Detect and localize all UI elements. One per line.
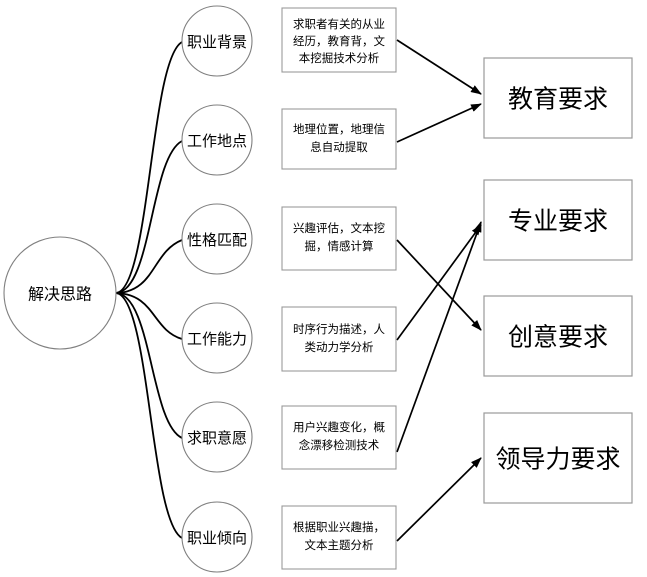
- branch-label-4: 工作能力: [187, 330, 247, 348]
- arrow-m2-to-o1: [396, 103, 482, 143]
- branch-label-2: 工作地点: [187, 132, 247, 150]
- requirement-box-1-label: 教育要求: [508, 85, 608, 114]
- branch-curve-6: [115, 292, 183, 539]
- requirement-box-3-rect: [483, 295, 633, 377]
- method-box-6-line-2: 文本主题分析: [305, 538, 374, 552]
- branch-curve-5: [115, 292, 183, 439]
- branch-label-3: 性格匹配: [187, 231, 247, 249]
- method-box-5[interactable]: 用户兴趣变化，概 念漂移检测技术: [281, 405, 397, 470]
- requirement-box-4-rect: [483, 412, 633, 504]
- requirement-box-leadership[interactable]: 领导力要求: [483, 412, 633, 504]
- branch-circle-3: [181, 203, 253, 275]
- branch-curve-2: [115, 140, 183, 294]
- arrow-m4-to-o2: [396, 224, 482, 341]
- requirement-box-1-rect: [483, 57, 633, 139]
- branch-node-3[interactable]: 性格匹配: [181, 203, 253, 275]
- branch-node-2[interactable]: 工作地点: [181, 104, 253, 176]
- root-node-label: 解决思路: [28, 285, 92, 304]
- requirement-box-2-label: 专业要求: [508, 207, 608, 236]
- method-box-1-line-3: 本挖掘技术分析: [299, 51, 380, 65]
- arrow-connector-group: [396, 39, 482, 542]
- branch-node-4[interactable]: 工作能力: [181, 302, 253, 374]
- method-box-4-rect: [281, 306, 397, 372]
- method-box-5-line-2: 念漂移检测技术: [299, 438, 380, 452]
- method-box-1[interactable]: 求职者有关的从业 经历，教育背，文 本挖掘技术分析: [281, 7, 397, 73]
- requirement-box-education[interactable]: 教育要求: [483, 57, 633, 139]
- branch-curve-4: [115, 292, 183, 340]
- arrow-m3-to-o3: [396, 239, 482, 331]
- branch-curve-3: [115, 239, 183, 294]
- arrow-m1-to-o1: [396, 39, 482, 95]
- branch-node-5[interactable]: 求职意愿: [181, 401, 253, 473]
- branch-connector-group: [115, 41, 183, 539]
- branch-circle-6: [181, 501, 253, 573]
- method-box-3-line-2: 掘，情感计算: [305, 239, 374, 253]
- method-box-6[interactable]: 根据职业兴趣描， 文本主题分析: [281, 505, 397, 570]
- method-box-2-line-1: 地理位置，地理信: [293, 122, 385, 136]
- root-node-circle: [3, 236, 117, 350]
- method-box-6-line-1: 根据职业兴趣描，: [293, 520, 385, 534]
- method-box-5-rect: [281, 405, 397, 470]
- branch-circle-1: [181, 5, 253, 77]
- root-node[interactable]: 解决思路: [3, 236, 117, 350]
- requirement-box-2-rect: [483, 179, 633, 261]
- arrow-m6-to-o4: [396, 457, 482, 542]
- requirement-box-4-label: 领导力要求: [495, 445, 620, 474]
- requirement-box-creativity[interactable]: 创意要求: [483, 295, 633, 377]
- branch-circle-5: [181, 401, 253, 473]
- method-box-1-rect: [281, 7, 397, 73]
- arrow-m5-to-o2: [396, 221, 482, 453]
- branch-circle-2: [181, 104, 253, 176]
- method-box-5-line-1: 用户兴趣变化，概: [293, 420, 385, 434]
- method-box-6-rect: [281, 505, 397, 570]
- branch-label-1: 职业背景: [187, 33, 247, 51]
- method-box-2[interactable]: 地理位置，地理信 息自动提取: [281, 108, 397, 170]
- branch-curve-1: [115, 41, 183, 294]
- branch-node-1[interactable]: 职业背景: [181, 5, 253, 77]
- method-box-3[interactable]: 兴趣评估，文本挖 掘，情感计算: [281, 206, 397, 271]
- method-box-3-line-1: 兴趣评估，文本挖: [293, 221, 385, 235]
- method-box-2-rect: [281, 108, 397, 170]
- requirement-box-major[interactable]: 专业要求: [483, 179, 633, 261]
- method-box-1-line-2: 经历，教育背，文: [293, 34, 385, 48]
- method-box-4-line-2: 类动力学分析: [305, 340, 374, 354]
- method-box-1-line-1: 求职者有关的从业: [293, 17, 385, 31]
- method-box-2-line-2: 息自动提取: [310, 140, 368, 154]
- requirement-box-3-label: 创意要求: [508, 323, 608, 352]
- branch-label-6: 职业倾向: [187, 529, 247, 547]
- branch-node-6[interactable]: 职业倾向: [181, 501, 253, 573]
- branch-circle-4: [181, 302, 253, 374]
- branch-label-5: 求职意愿: [187, 429, 247, 447]
- method-box-3-rect: [281, 206, 397, 271]
- method-box-4-line-1: 时序行为描述，人: [293, 322, 385, 336]
- method-box-4[interactable]: 时序行为描述，人 类动力学分析: [281, 306, 397, 372]
